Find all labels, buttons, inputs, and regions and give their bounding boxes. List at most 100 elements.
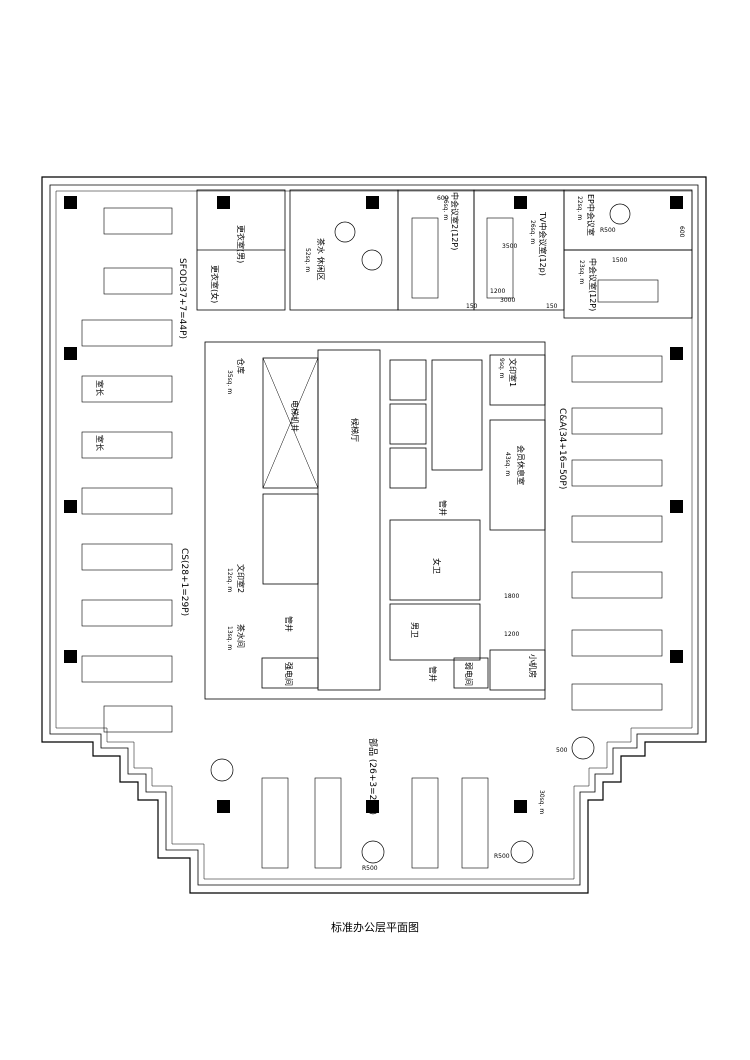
- room-label-weak-elec: 弱电间: [464, 662, 474, 686]
- column: [514, 196, 527, 209]
- weak-elec-room: [453, 657, 489, 689]
- desk-block: [571, 683, 663, 711]
- column: [217, 196, 230, 209]
- desk-block: [571, 407, 663, 435]
- room-label-tea2-area: 13sq. m: [226, 626, 233, 650]
- column: [217, 800, 230, 813]
- workstations: [81, 207, 663, 869]
- dim-label: 1200: [504, 631, 519, 638]
- desk-block: [81, 319, 173, 347]
- desk-block: [314, 777, 342, 869]
- lift-2: [389, 403, 427, 445]
- zone-labels: SFOD(37+7=44P) CS(28+1=29P) C&A(34+16=50…: [177, 258, 567, 815]
- toilet-female-block: [389, 519, 481, 601]
- desk-block: [103, 705, 173, 733]
- core: [204, 341, 546, 700]
- room-label-print2-area: 12sq. m: [226, 568, 233, 592]
- dim-label: 600: [678, 226, 685, 238]
- room-label-small-machine: 小机房: [528, 654, 538, 678]
- dim-label: R500: [494, 853, 510, 860]
- room-label-pipe-south: 管井: [428, 666, 438, 682]
- room-label-strong-elec: 强电间: [284, 662, 294, 686]
- shaft-cross: [262, 357, 319, 489]
- room-label-male-wc: 男卫: [410, 622, 419, 638]
- vip-room: [489, 419, 546, 531]
- room-label-meeting-mid-area: 26sq. m: [442, 196, 449, 220]
- room-labels: 更衣室(男) 更衣室(女) 茶水 休闲区 52sq. m 中会议室2(12P) …: [95, 192, 598, 814]
- round-table: [210, 758, 234, 782]
- meeting-room-small: [563, 249, 693, 319]
- room-label-vip-area: 43sq. m: [504, 452, 511, 476]
- stair-west: [262, 493, 319, 585]
- dim-label: 1500: [612, 257, 627, 264]
- meeting-table: [411, 217, 439, 299]
- column: [670, 196, 683, 209]
- room-label-chief-1: 室长: [95, 380, 105, 396]
- room-label-meeting-tv-area: 26sq. m: [529, 220, 536, 244]
- round-table: [361, 840, 385, 864]
- room-label-female-wc: 女卫: [432, 558, 442, 574]
- dim-label: R500: [362, 865, 378, 872]
- column: [670, 347, 683, 360]
- top-rooms: [196, 189, 693, 319]
- dim-label: 1200: [490, 288, 505, 295]
- dim-label: R500: [600, 227, 616, 234]
- zone-label-sfod: SFOD(37+7=44P): [177, 258, 187, 339]
- outer-wall-line: [41, 176, 707, 894]
- room-label-warehouse-area: 35sq. m: [226, 370, 233, 394]
- column: [366, 196, 379, 209]
- column: [64, 347, 77, 360]
- room-label-tea: 茶水 休闲区: [316, 238, 326, 281]
- dimension-labels: 600 600 150 150 3500 1200 3000 1500 R500…: [362, 195, 685, 872]
- lift-3: [389, 447, 427, 489]
- room-label-tea-area: 52sq. m: [304, 248, 311, 272]
- room-label-meeting-tv: TV中会议室(12p): [538, 211, 548, 276]
- column: [670, 500, 683, 513]
- inner-wall-line: [49, 184, 699, 886]
- plan-caption: 标准办公层平面图: [331, 921, 419, 934]
- round-table: [361, 249, 383, 271]
- column: [64, 500, 77, 513]
- desk-block: [103, 267, 173, 295]
- column: [670, 650, 683, 663]
- dim-label: 1800: [504, 593, 519, 600]
- lobby-corridor: [317, 349, 381, 691]
- round-table: [571, 736, 595, 760]
- room-label-print1: 文印室1: [508, 358, 518, 387]
- desk-block: [81, 655, 173, 683]
- room-label-pipe-west: 管井: [284, 616, 294, 632]
- desk-block: [571, 515, 663, 543]
- room-label-tea2: 茶水间: [236, 624, 246, 648]
- curtain-wall-line: [55, 190, 693, 880]
- room-label-locker-m: 更衣室(男): [236, 225, 246, 263]
- dim-label: 500: [556, 747, 568, 754]
- round-tables: [210, 203, 631, 864]
- column: [64, 196, 77, 209]
- column: [514, 800, 527, 813]
- dim-label: 150: [466, 303, 478, 310]
- strong-elec-room: [261, 657, 319, 689]
- lift-1: [389, 359, 427, 401]
- desk-block: [81, 487, 173, 515]
- desk-block: [81, 543, 173, 571]
- round-table: [510, 840, 534, 864]
- round-table: [334, 221, 356, 243]
- column: [64, 650, 77, 663]
- room-label-pipe-east: 管井: [438, 500, 448, 516]
- desk-block: [411, 777, 439, 869]
- room-label-ep: EP中会议室: [586, 194, 596, 236]
- meeting-room-2: [397, 189, 475, 311]
- room-label-print1-area: 9sq. m: [498, 358, 505, 379]
- dim-label: 3500: [502, 243, 517, 250]
- core-outline: [204, 341, 546, 700]
- room-label-warehouse: 仓库: [236, 358, 246, 374]
- room-label-bottom-area: 30sq. m: [538, 790, 545, 814]
- column: [366, 800, 379, 813]
- zone-label-cna: C&A(34+16=50P): [557, 408, 567, 489]
- desk-block: [571, 355, 663, 383]
- desk-block: [571, 629, 663, 657]
- room-label-locker-f: 更衣室(女): [210, 265, 220, 303]
- meeting-table: [597, 279, 659, 303]
- toilet-male-block: [389, 603, 481, 661]
- outer-walls: [41, 176, 707, 894]
